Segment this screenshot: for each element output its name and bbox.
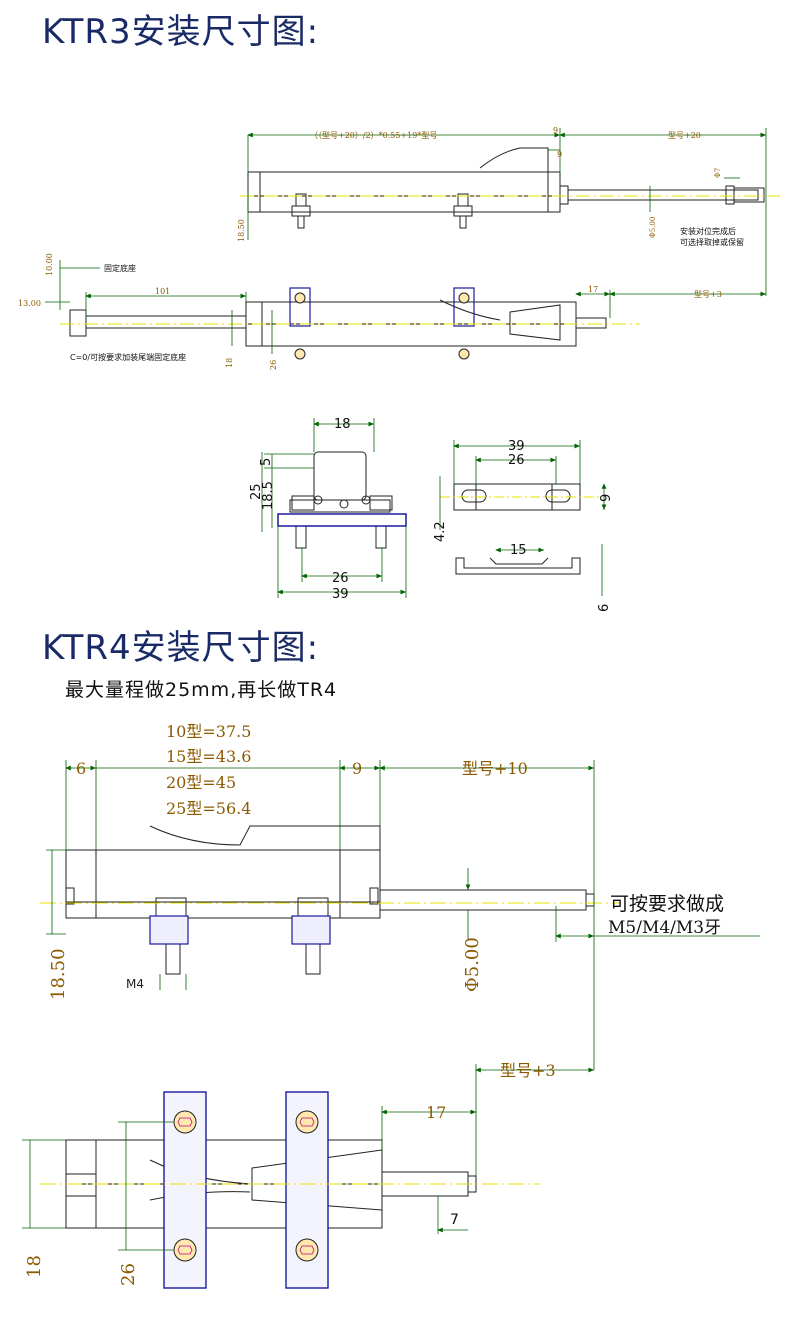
ktr4-bolt-hex [177,1117,315,1255]
ktr3-clip-26: 26 [508,453,525,468]
ktr3-side-dims [45,260,766,354]
ktr3-install-note-2: 可选择取掉或保留 [680,237,744,247]
ktr4-dim-9: 9 [352,759,362,778]
ktr4-thread-note-1: 可按要求做成 [610,893,724,915]
ktr3-end-185: 18.5 [261,481,276,510]
ktr3-clip-side [455,557,581,575]
ktr4-dim-26: 26 [118,1263,139,1286]
ktr4-side-dims [22,1064,594,1251]
ktr3-dim-model3: 型号+3 [694,290,722,299]
ktr4-thread-note-2: M5/M4/M3牙 [608,918,721,938]
ktr3-clip-dims [439,440,607,596]
ktr3-clip-15: 15 [510,543,527,558]
ktr4-dim-17: 17 [426,1103,446,1122]
ktr4-title: KTR4安装尺寸图: [42,628,320,668]
ktr3-end-view [289,451,393,549]
ktr3-dim-1300: 13.00 [18,299,41,308]
ktr3-clip-42: 4.2 [433,521,448,542]
ktr4-dim-1850: 18.50 [48,948,69,1000]
ktr3-bolts [294,292,470,360]
ktr3-clip-9: 9 [599,494,614,502]
ktr3-dim-phi5: Φ5.00 [649,217,657,238]
ktr3-c0-note: C=0/可按要求加装尾端固定底座 [70,352,186,362]
ktr3-dim-18: 18 [225,358,234,368]
ktr3-end-dims [261,418,407,598]
ktr3-top-view [247,147,765,229]
ktr4-dim-phi5: Φ5.00 [462,937,483,992]
ktr4-top-view [65,825,595,975]
ktr3-end-5: 5 [259,458,274,466]
ktr3-end-18: 18 [334,417,351,432]
ktr3-title: KTR3安装尺寸图: [42,12,320,52]
ktr3-clip-39: 39 [508,439,525,454]
ktr4-dim-18: 18 [24,1255,45,1278]
ktr3-dim-101: 101 [155,287,170,296]
ktr4-dim-model10: 型号+10 [462,759,528,778]
ktr3-side-view [69,299,607,347]
ktr3-end-39: 39 [332,587,349,602]
ktr4-dim-model3: 型号+3 [500,1061,556,1080]
ktr4-top-brackets [149,915,331,945]
ktr3-end-26: 26 [332,571,349,586]
ktr4-spec-25: 25型=56.4 [166,799,251,818]
ktr3-dim-1000: 10.00 [45,253,54,276]
ktr4-dim-m4: M4 [126,977,144,991]
ktr3-top-dims [247,128,767,296]
ktr3-dim-9a: 9 [553,126,558,135]
ktr3-clip-6: 6 [597,604,612,612]
ktr4-spec-20: 20型=45 [166,773,236,792]
ktr4-side-bolts [173,1110,319,1262]
ktr4-dim-7: 7 [450,1212,459,1228]
ktr4-spec-15: 15型=43.6 [166,747,251,766]
ktr3-dim-26: 26 [269,360,278,370]
ktr3-end-25: 25 [249,483,264,500]
ktr3-dim-phi7: Φ7 [714,168,722,178]
ktr3-top-dim-label: （（型号+20）/2）*0.55+19*型号 [310,131,437,140]
ktr3-fixed-base-label: 固定底座 [104,263,136,273]
ktr4-range-note: 最大量程做25mm,再长做TR4 [65,679,338,701]
ktr4-top-dims [46,760,760,1070]
ktr3-end-clip [277,513,407,527]
ktr3-dim-model20: 型号+20 [668,131,701,140]
ktr3-side-brackets [289,287,475,327]
ktr3-install-note-1: 安装对位完成后 [680,226,736,236]
ktr3-dim-17: 17 [588,285,598,294]
ktr3-dim-1850: 18.50 [237,219,246,242]
ktr3-dim-9b: 9 [557,150,562,159]
ktr4-dim-6: 6 [76,759,86,778]
ktr4-spec-10: 10型=37.5 [166,722,251,741]
